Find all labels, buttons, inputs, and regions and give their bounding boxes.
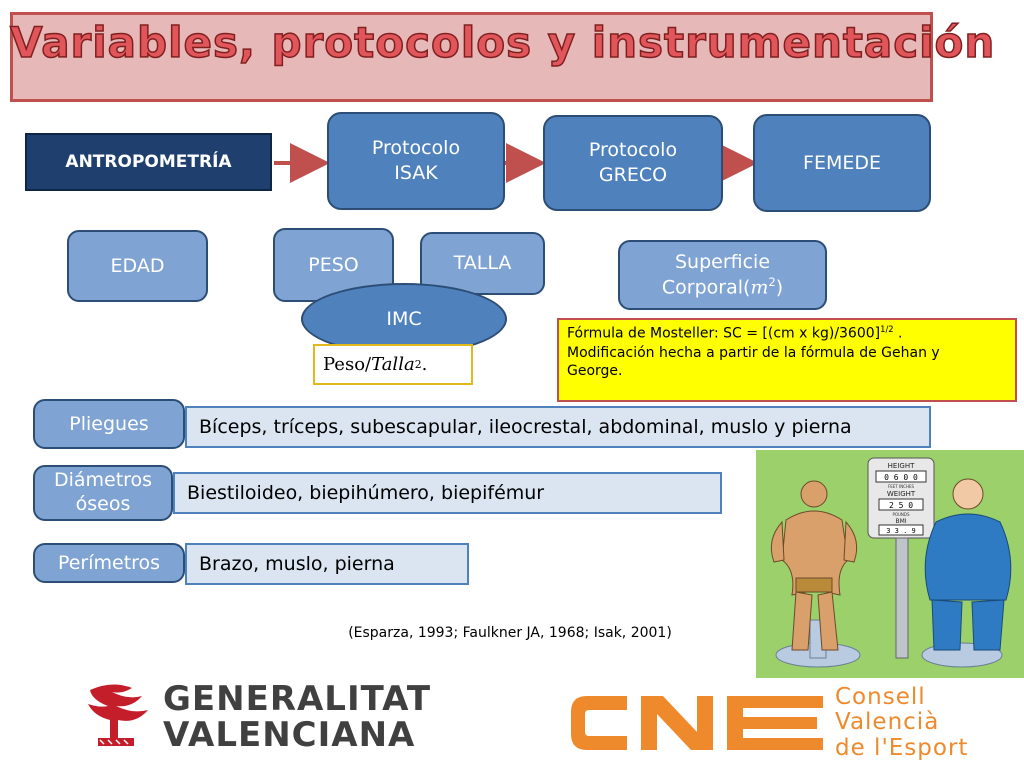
perimetros-label: Perímetros (57, 551, 161, 574)
svg-text:FEET INCHES: FEET INCHES (888, 484, 915, 489)
mosteller-formula-note: Fórmula de Mosteller: SC = [(cm x kg)/36… (557, 318, 1017, 402)
diametros-box: Diámetros óseos (33, 465, 173, 521)
edad-label: EDAD (110, 254, 165, 277)
mosteller-line1: Fórmula de Mosteller: SC = [(cm x kg)/36… (567, 324, 903, 342)
protocol-isak-line1: Protocolo (371, 137, 461, 160)
body-comparison-illustration: HEIGHT 0 6 0 0 FEET INCHES WEIGHT 2 5 0 … (756, 450, 1024, 678)
edad-box: EDAD (67, 230, 208, 302)
svg-text:BMI: BMI (895, 518, 906, 525)
femede-label: FEMEDE (803, 151, 881, 174)
protocol-greco-line1: Protocolo (588, 139, 678, 162)
antropometria-label: ANTROPOMETRÍA (25, 133, 272, 191)
citation: (Esparza, 1993; Faulkner JA, 1968; Isak,… (348, 625, 672, 641)
page-title: Variables, protocolos y instrumentación (9, 17, 996, 68)
protocol-greco-box: Protocolo GRECO (543, 115, 723, 211)
femede-box: FEMEDE (753, 114, 931, 212)
diametros-label2: óseos (75, 493, 131, 515)
svg-text:POUNDS: POUNDS (892, 512, 910, 517)
diametros-values: Biestiloideo, biepihúmero, biepifémur (173, 472, 722, 514)
muscular-figure (770, 480, 858, 651)
generalitat-valenciana-wordmark: GENERALITAT VALENCIANA (163, 679, 432, 755)
superficie-corporal-box: Superficie Corporal(m2) (618, 240, 827, 310)
svg-text:3 3 . 9: 3 3 . 9 (886, 527, 916, 535)
pliegues-values: Bíceps, tríceps, subescapular, ileocrest… (185, 406, 931, 448)
mosteller-line3: George. (567, 363, 623, 380)
protocol-isak-box: Protocolo ISAK (327, 112, 505, 210)
diametros-label1: Diámetros (53, 469, 153, 492)
superficie-line1: Superficie (674, 251, 771, 274)
talla-box: TALLA (420, 232, 545, 295)
svg-text:0 6 0 0: 0 6 0 0 (884, 473, 918, 482)
superficie-line2: Corporal(m2) (661, 274, 784, 299)
perimetros-box: Perímetros (33, 543, 185, 583)
peso-label: PESO (308, 253, 359, 276)
overweight-figure (924, 478, 1012, 651)
svg-text:2 5 0: 2 5 0 (889, 501, 913, 510)
protocol-greco-line2: GRECO (598, 164, 668, 186)
imc-label: IMC (386, 308, 422, 330)
pliegues-label: Pliegues (69, 412, 149, 435)
protocol-isak-line2: ISAK (394, 162, 438, 184)
cve-logo-mark (571, 696, 823, 750)
generalitat-valenciana-emblem (88, 684, 148, 746)
mosteller-line2: Modificación hecha a partir de la fórmul… (567, 344, 940, 361)
perimetros-values: Brazo, muslo, pierna (185, 543, 469, 585)
pliegues-box: Pliegues (33, 399, 185, 449)
talla-label: TALLA (453, 252, 512, 275)
title-banner (10, 12, 933, 102)
svg-text:HEIGHT: HEIGHT (888, 462, 915, 470)
cve-wordmark: Consell Valencià de l'Esport (835, 684, 969, 761)
height-weight-scale: HEIGHT 0 6 0 0 FEET INCHES WEIGHT 2 5 0 … (867, 457, 935, 659)
svg-text:WEIGHT: WEIGHT (887, 490, 916, 498)
